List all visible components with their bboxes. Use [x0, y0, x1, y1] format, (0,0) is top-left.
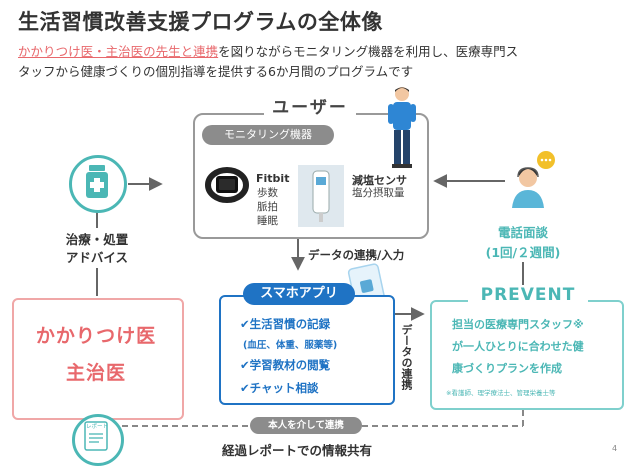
smartphone-app-title: スマホアプリ — [243, 283, 355, 305]
fitbit-steps: 歩数 — [257, 187, 278, 199]
operator-illustration — [512, 151, 555, 208]
data-link-vertical-label: データの連携 — [400, 324, 413, 390]
advice-label: アドバイス — [65, 250, 129, 265]
salt-sensor-intake: 塩分摂取量 — [352, 187, 405, 199]
app-item-lifestyle-record: ✔生活習慣の記録 — [240, 317, 331, 331]
prevent-description-line-3: 康づくりプランを作成 — [452, 362, 562, 375]
phone-interview-frequency: (1回/２週間) — [485, 245, 561, 260]
description-highlight: かかりつけ医・主治医の先生と連携 — [18, 44, 219, 59]
phone-interview-title: 電話面談 — [497, 225, 548, 240]
progress-report-sharing-label: 経過レポートでの情報共有 — [222, 443, 373, 458]
fitbit-band-icon — [205, 167, 249, 203]
user-person-illustration — [388, 87, 416, 168]
attending-doctor-label: 主治医 — [65, 362, 126, 384]
salt-sensor-name: 減塩センサ — [352, 174, 407, 187]
via-user-link-label: 本人を介して連携 — [250, 417, 362, 434]
report-document-icon — [84, 421, 108, 451]
fitbit-sleep: 睡眠 — [257, 215, 278, 227]
page-title: 生活習慣改善支援プログラムの全体像 — [18, 10, 383, 34]
page-description: かかりつけ医・主治医の先生と連携を図りながらモニタリング機器を利用し、医療専門ス… — [18, 42, 618, 82]
treatment-label: 治療・処置 — [65, 232, 129, 247]
fitbit-name: Fitbit — [256, 172, 290, 185]
app-item-learning-materials: ✔学習教材の閲覧 — [240, 358, 331, 372]
app-item-chat-consultation: ✔チャット相談 — [240, 381, 319, 395]
report-icon-text: レポート — [86, 424, 109, 430]
smartphone-app-box — [219, 295, 395, 405]
data-link-input-label: データの連携/入力 — [308, 248, 405, 262]
salt-sensor-icon — [298, 165, 344, 227]
treatment-advice-label: 治療・処置 アドバイス — [42, 231, 152, 267]
phone-interview-label: 電話面談 (1回/２週間) — [478, 223, 568, 263]
description-text-2: タッフから健康づくりの個別指導を提供する6か月間のプログラムです — [18, 64, 414, 79]
monitoring-devices-label: モニタリング機器 — [202, 125, 334, 145]
user-title: ユーザー — [264, 93, 356, 118]
medicine-bottle-icon — [86, 165, 108, 198]
app-item-lifestyle-record-detail: (血圧、体重、服薬等) — [243, 340, 338, 351]
doctor-box — [12, 298, 184, 420]
fitbit-pulse: 脈拍 — [257, 201, 278, 213]
prevent-title: PREVENT — [468, 285, 588, 305]
page-number: 4 — [612, 444, 618, 453]
description-text-1: を図りながらモニタリング機器を利用し、医療専門ス — [218, 44, 519, 59]
prevent-description-line-1: 担当の医療専門スタッフ※ — [452, 318, 584, 331]
prevent-staff-note: ※看護師、理学療法士、管理栄養士等 — [446, 389, 556, 397]
family-doctor-label: かかりつけ医 — [35, 325, 157, 347]
prevent-description-line-2: が一人ひとりに合わせた健 — [452, 340, 584, 353]
prevent-description: 担当の医療専門スタッフ※ が一人ひとりに合わせた健 康づくりプランを作成 — [452, 314, 612, 380]
